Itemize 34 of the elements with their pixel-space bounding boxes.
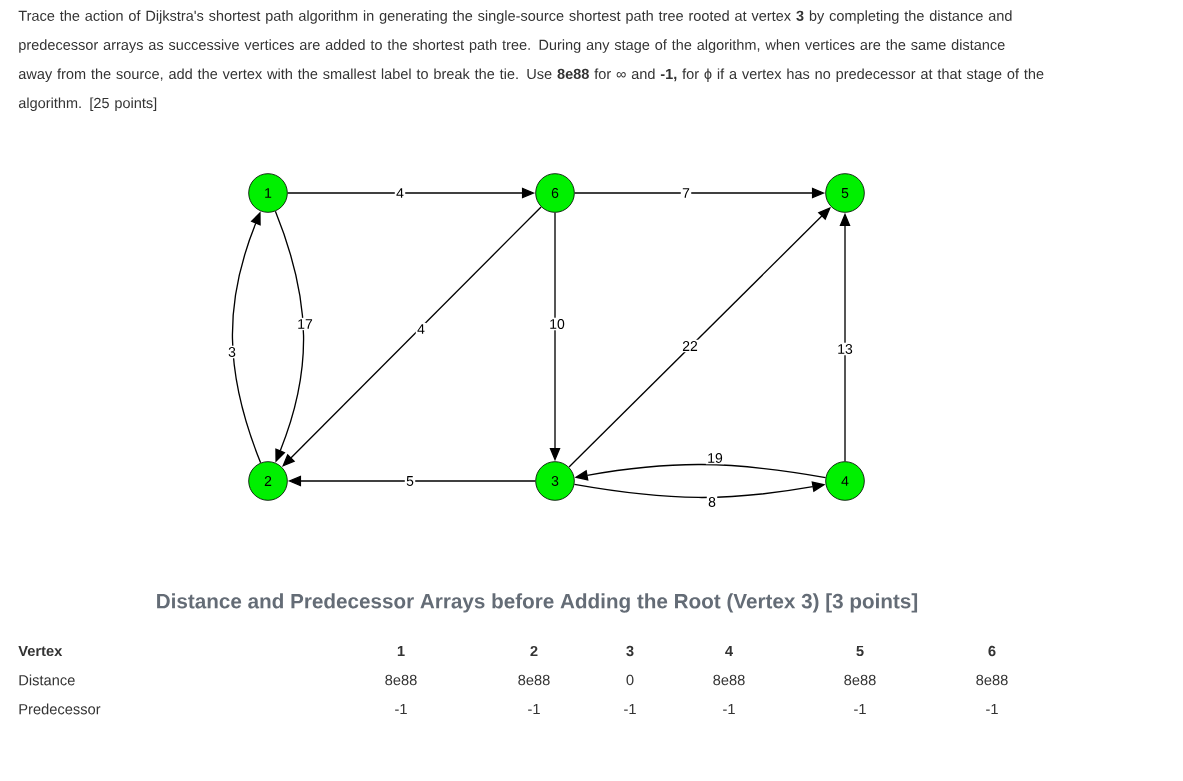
edge-label: 10 [547,317,567,331]
row-header: Distance [19,674,75,686]
column-header: Vertex [18,645,63,657]
edge-label: 17 [295,317,315,331]
table-cell: 8e88 [713,674,745,686]
column-header: 5 [856,645,864,657]
edge-label: 13 [835,342,855,356]
table-cell: 8e88 [518,674,550,686]
edge-label: 8 [706,495,718,509]
table-cell: -1 [854,703,866,715]
edge-label: 4 [394,186,406,200]
table-cell: -1 [528,703,540,715]
table-cell: -1 [723,703,735,715]
column-header: 2 [530,645,538,657]
column-header: 1 [397,645,405,657]
edge-label: 19 [705,451,725,465]
table-cell: 8e88 [976,674,1008,686]
table-cell: 8e88 [844,674,876,686]
column-header: 3 [626,645,634,657]
edge-label: 3 [226,345,238,359]
table-cell: -1 [986,703,998,715]
table-cell: 8e88 [385,674,417,686]
table-cell: 0 [626,674,634,686]
edge-label: 5 [404,474,416,488]
row-header: Predecessor [19,703,101,715]
table-heading: Distance and Predecessor Arrays before Adding the Root (Vertex 3) [3 points] [157,593,918,613]
column-header: 6 [988,645,996,657]
column-header: 4 [725,645,733,657]
question-text: Trace the action of Dijkstra's shortest path algorithm in generating the single-source shortest path tree rooted at vertex 3 by completing the distance and predecessor arrays as successive vertices are added to the shortest path tree. During any stage of the algorithm, when vertices are the same distance away from the source, add the vertex with the smallest label to break the tie. Use 8e88 for ∞ and -1, for ϕ if a vertex has no predecessor at that stage of the algorithm. [25 points] [18,10,1044,111]
edge-label: 22 [680,339,700,353]
table-cell: -1 [624,703,636,715]
edge-label: 4 [415,322,427,336]
table-cell: -1 [395,703,407,715]
edge-label: 7 [680,186,692,200]
